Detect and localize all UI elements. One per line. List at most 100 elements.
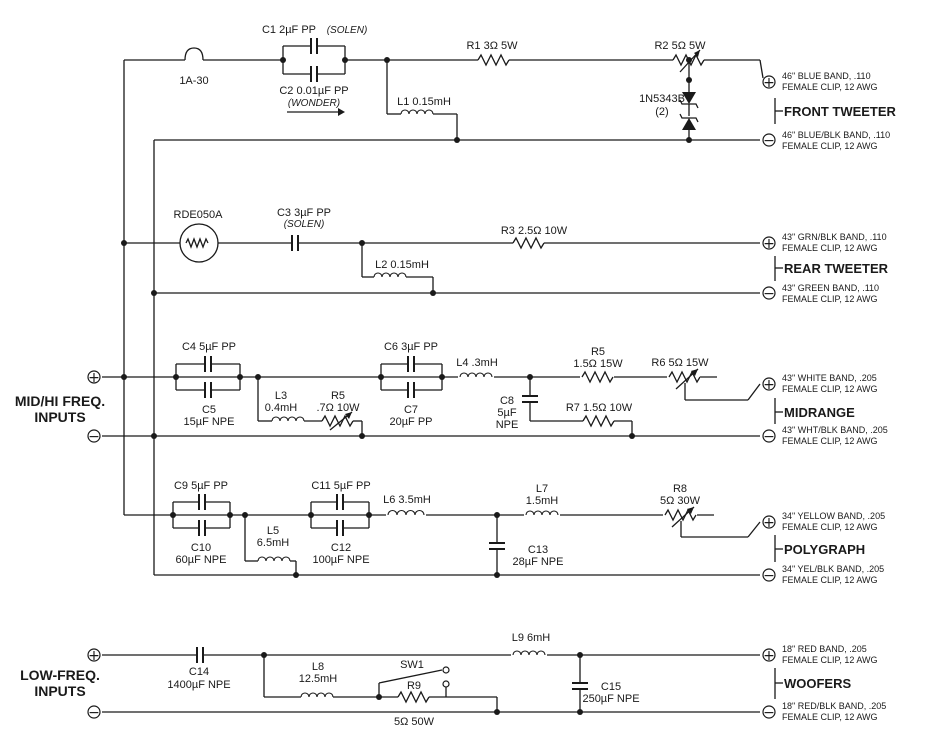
fuse-symbol: [184, 47, 204, 61]
c6-label: C6 3µF PP: [384, 341, 438, 353]
r5a-label: R5: [331, 390, 345, 402]
svg-text:−: −: [763, 705, 775, 721]
c13-label: C13: [528, 544, 548, 556]
r9-value: 5Ω 50W: [394, 716, 435, 728]
c12-label: C12: [331, 542, 351, 554]
rear-neg-clip: FEMALE CLIP, 12 AWG: [782, 294, 878, 304]
l8-value: 12.5mH: [299, 673, 338, 685]
polygraph-section: [124, 494, 762, 578]
c15-label: C15: [601, 681, 621, 693]
c4-label: C4 5µF PP: [182, 341, 236, 353]
c8-value: 5µF: [497, 407, 516, 419]
c11-label: C11 5µF PP: [311, 480, 370, 492]
r2-label: R2 5Ω 5W: [654, 40, 706, 52]
sw1-label: SW1: [400, 659, 424, 671]
svg-text:+: +: [763, 515, 775, 531]
woof-neg-clip: FEMALE CLIP, 12 AWG: [782, 712, 878, 722]
c3-note: (SOLEN): [284, 219, 325, 230]
polygraph-label: POLYGRAPH: [784, 542, 865, 557]
rear-pos-wire: 43" GRN/BLK BAND, .110: [782, 232, 887, 242]
r1-label: R1 3Ω 5W: [466, 40, 518, 52]
r9-label: R9: [407, 680, 421, 692]
c12-value: 100µF NPE: [312, 554, 369, 566]
svg-text:+: +: [763, 377, 775, 393]
svg-text:−: −: [763, 429, 775, 445]
poly-pos-clip: FEMALE CLIP, 12 AWG: [782, 522, 878, 532]
midhi-input-bus: [102, 60, 760, 575]
l8-label: L8: [312, 661, 324, 673]
midhi-minus-terminal: [87, 429, 101, 443]
midhi-plus-terminal: [87, 370, 101, 384]
woof-neg-wire: 18" RED/BLK BAND, .205: [782, 701, 886, 711]
midrange-label: MIDRANGE: [784, 405, 855, 420]
c10-value: 60µF NPE: [176, 554, 227, 566]
low-plus-sign: +: [88, 648, 100, 664]
poly-pos-wire: 34" YELLOW BAND, .205: [782, 511, 885, 521]
low-minus-terminal: [87, 705, 101, 719]
c1-note: (SOLEN): [327, 25, 368, 36]
r5b-value: 1.5Ω 15W: [573, 358, 623, 370]
poly-neg-wire: 34" YEL/BLK BAND, .205: [782, 564, 884, 574]
midhi-input-label: MID/HI FREQ.: [15, 393, 105, 409]
poly-neg-clip: FEMALE CLIP, 12 AWG: [782, 575, 878, 585]
svg-text:+: +: [763, 236, 775, 252]
c8-label: C8: [500, 395, 514, 407]
c1-label: C1 2µF PP: [262, 24, 316, 36]
c13-value: 28µF NPE: [513, 556, 564, 568]
r5a-value: .7Ω 10W: [316, 402, 360, 414]
l6-label: L6 3.5mH: [383, 494, 431, 506]
l5-value: 6.5mH: [257, 537, 289, 549]
c14-value: 1400µF NPE: [167, 679, 230, 691]
svg-text:+: +: [763, 648, 775, 664]
zener-qty: (2): [655, 106, 668, 118]
c5-label: C5: [202, 404, 216, 416]
c2-note: (WONDER): [288, 98, 340, 109]
svg-text:−: −: [763, 286, 775, 302]
low-plus-terminal: [87, 648, 101, 662]
svg-text:−: −: [763, 568, 775, 584]
r8-label: R8: [673, 483, 687, 495]
l3-label: L3: [275, 390, 287, 402]
midhi-minus-sign: −: [88, 429, 100, 445]
front-neg-clip: FEMALE CLIP, 12 AWG: [782, 141, 878, 151]
mid-pos-clip: FEMALE CLIP, 12 AWG: [782, 384, 878, 394]
l3-value: 0.4mH: [265, 402, 297, 414]
c9-label: C9 5µF PP: [174, 480, 228, 492]
svg-text:+: +: [763, 75, 775, 91]
fuse-label: 1A-30: [179, 75, 208, 87]
low-input-label: LOW-FREQ.: [20, 667, 100, 683]
mid-pos-wire: 43" WHITE BAND, .205: [782, 373, 877, 383]
front-tweeter-section: [124, 38, 760, 143]
front-neg-wire: 46" BLUE/BLK BAND, .110: [782, 130, 890, 140]
r3-label: R3 2.5Ω 10W: [501, 225, 568, 237]
woof-pos-wire: 18" RED BAND, .205: [782, 644, 867, 654]
woofers-label: WOOFERS: [784, 676, 851, 691]
zener-label: 1N5343B: [639, 93, 685, 105]
front-pos-clip: FEMALE CLIP, 12 AWG: [782, 82, 878, 92]
rear-tweeter-label: REAR TWEETER: [784, 261, 889, 276]
c7-label: C7: [404, 404, 418, 416]
ptc-label: RDE050A: [174, 209, 224, 221]
l7-value: 1.5mH: [526, 495, 558, 507]
l4-label: L4 .3mH: [456, 357, 498, 369]
c14-label: C14: [189, 666, 209, 678]
r8-value: 5Ω 30W: [660, 495, 701, 507]
r7-label: R7 1.5Ω 10W: [566, 402, 633, 414]
rear-pos-clip: FEMALE CLIP, 12 AWG: [782, 243, 878, 253]
c15-value: 250µF NPE: [582, 693, 639, 705]
l9-label: L9 6mH: [512, 632, 551, 644]
midrange-section: [173, 356, 762, 439]
terminal-polarity-signs: + − + − + − + − + −: [763, 75, 775, 721]
l5-label: L5: [267, 525, 279, 537]
midhi-plus-sign: +: [88, 370, 100, 386]
low-minus-sign: −: [88, 705, 100, 721]
low-input-label-2: INPUTS: [34, 683, 85, 699]
svg-text:−: −: [763, 133, 775, 149]
c7-value: 20µF PP: [389, 416, 432, 428]
mid-neg-clip: FEMALE CLIP, 12 AWG: [782, 436, 878, 446]
c10-label: C10: [191, 542, 211, 554]
l7-label: L7: [536, 483, 548, 495]
c5-value: 15µF NPE: [184, 416, 235, 428]
l1-label: L1 0.15mH: [397, 96, 451, 108]
